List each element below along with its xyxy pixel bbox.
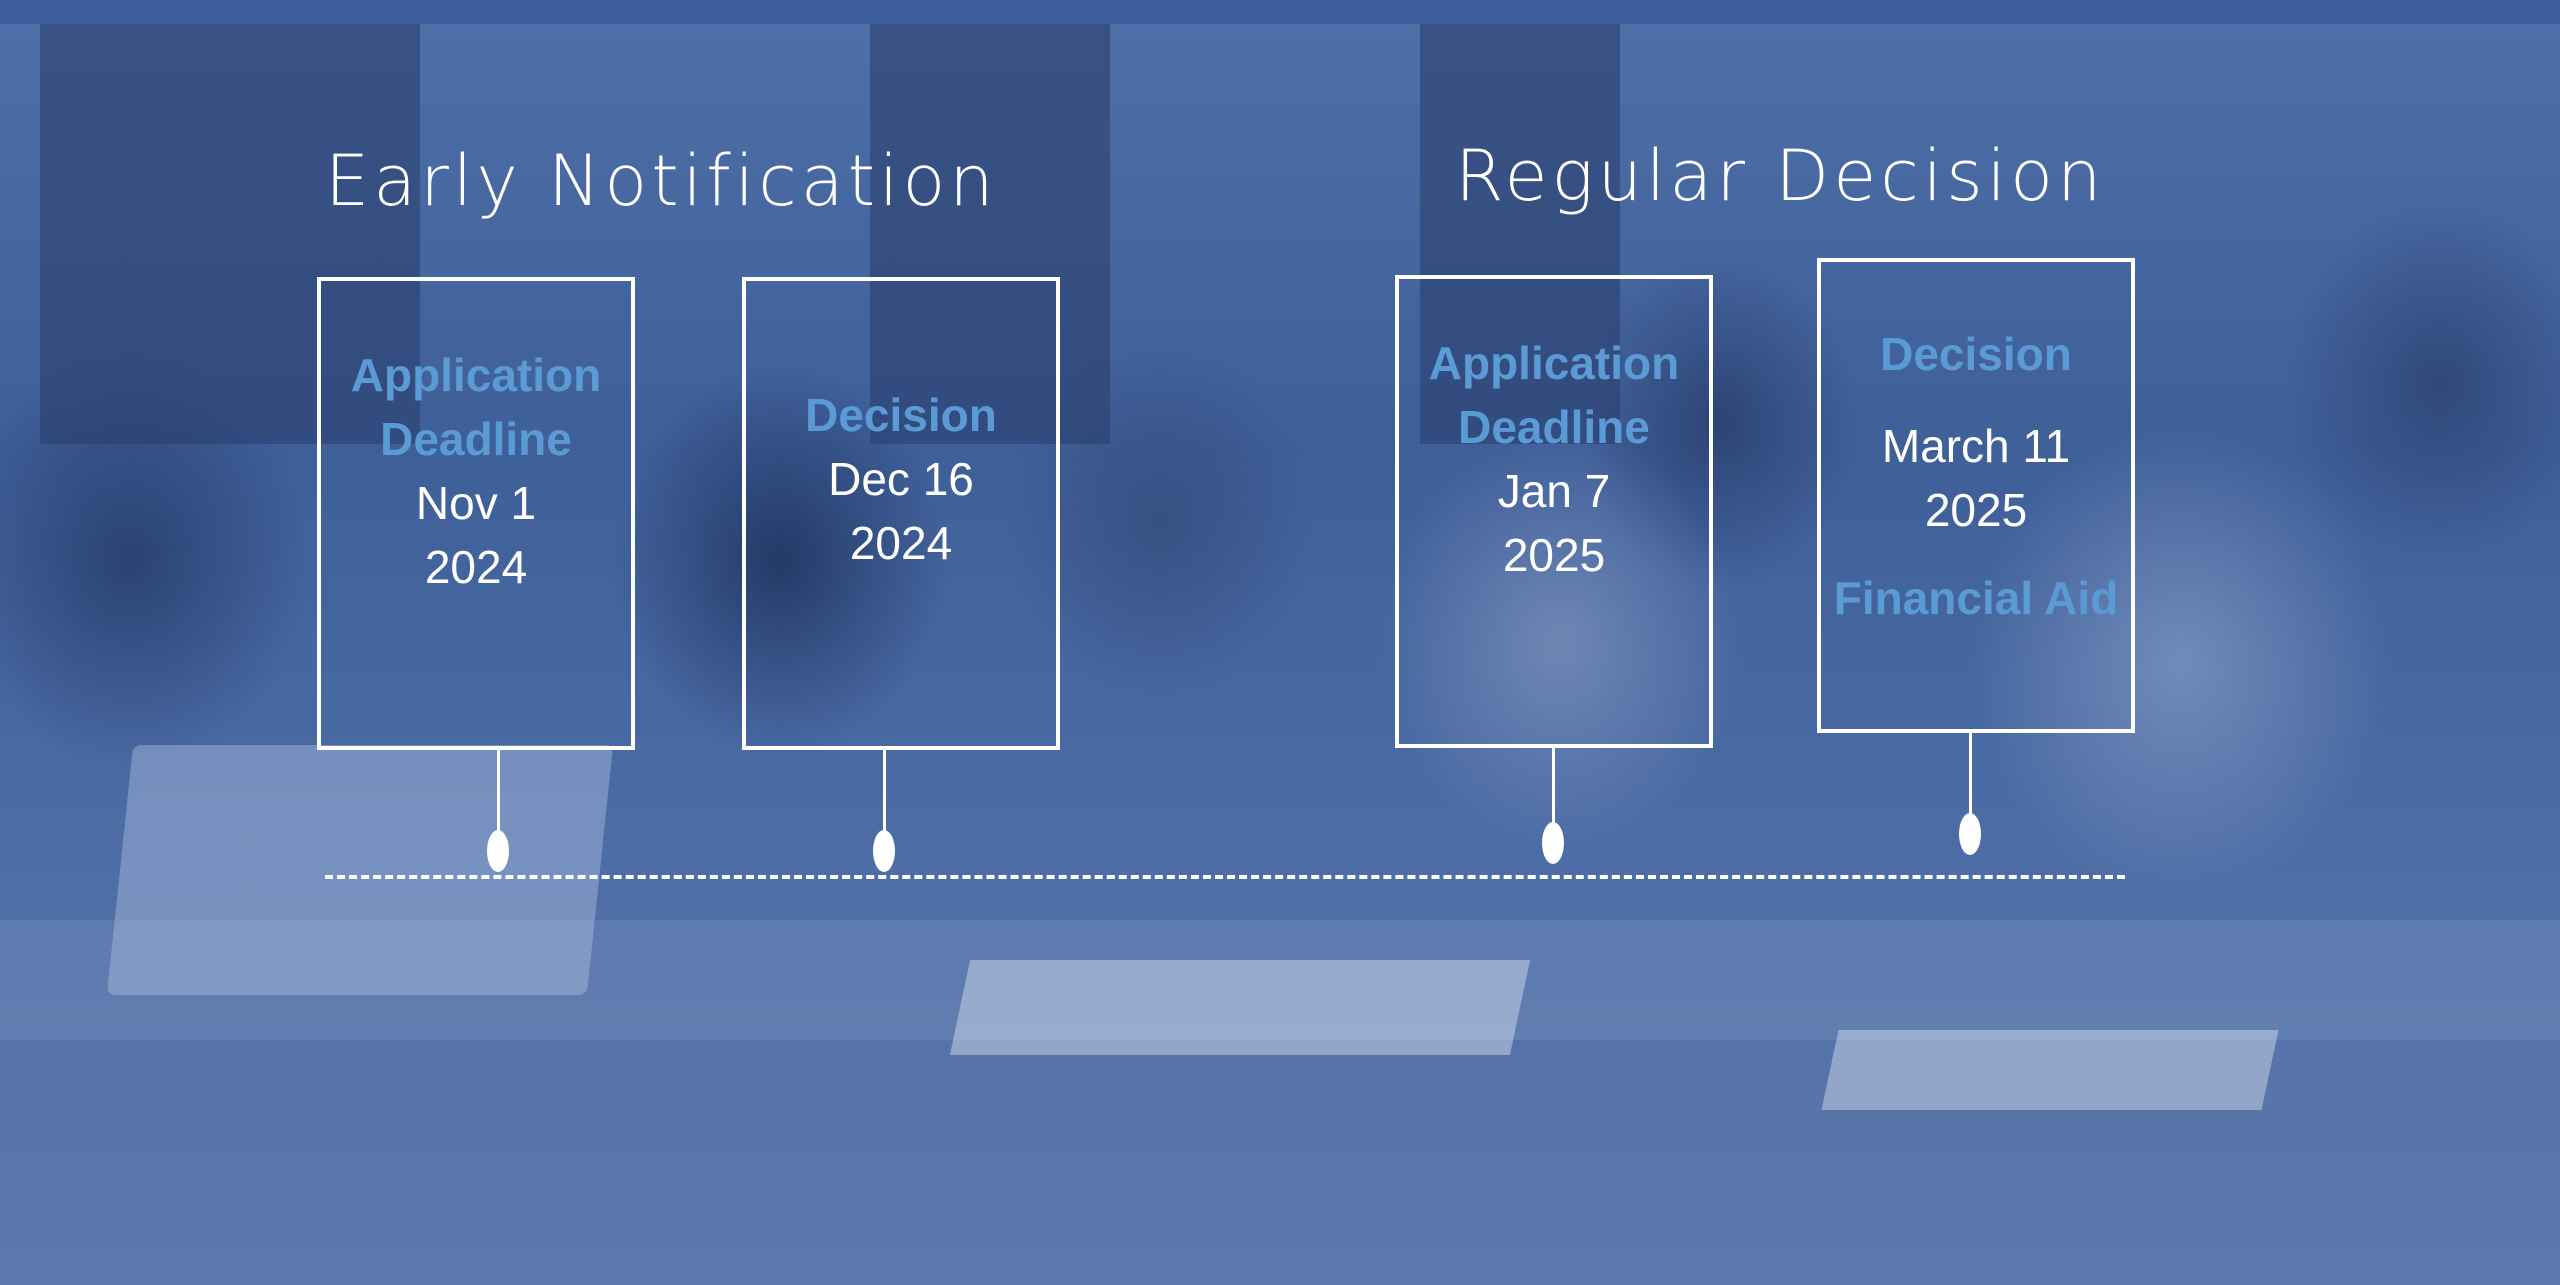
desk-surface: [0, 920, 2560, 1040]
regular-application-deadline-card: Application Deadline Jan 7 2025: [1395, 275, 1713, 748]
card-label: Application: [350, 349, 602, 401]
timeline-marker: [873, 830, 895, 872]
card-label: Application: [1428, 337, 1680, 389]
card-label: Decision: [805, 389, 997, 441]
desk-front: [0, 1050, 2560, 1285]
timeline-connector: [1552, 748, 1555, 828]
timeline-marker: [487, 830, 509, 872]
timeline-line: [325, 875, 2125, 879]
card-date: March 11: [1881, 420, 2071, 472]
card-label: Deadline: [1458, 401, 1650, 453]
paper-image: [1821, 1030, 2279, 1110]
card-label: Decision: [1880, 328, 2072, 380]
top-bar: [0, 0, 2560, 24]
timeline-marker: [1542, 822, 1564, 864]
regular-decision-card: Decision March 11 2025 Financial Aid: [1817, 258, 2135, 733]
card-year: 2025: [1502, 529, 1606, 581]
card-date: Nov 1: [415, 477, 537, 529]
book-image: [949, 960, 1531, 1055]
timeline-connector: [1969, 733, 1972, 818]
card-year: 2024: [849, 517, 953, 569]
timeline-connector: [883, 750, 886, 835]
laptop-image: [106, 745, 614, 995]
card-date: Dec 16: [828, 453, 974, 505]
early-application-deadline-card: Application Deadline Nov 1 2024: [317, 277, 635, 750]
timeline-marker: [1959, 813, 1981, 855]
card-year: 2024: [424, 541, 528, 593]
card-year: 2025: [1924, 484, 2028, 536]
background-pillar: [870, 24, 1110, 444]
early-notification-heading: Early Notification: [325, 140, 998, 222]
early-decision-card: Decision Dec 16 2024: [742, 277, 1060, 750]
background-pillar: [1420, 24, 1620, 444]
card-label: Deadline: [380, 413, 572, 465]
card-date: Jan 7: [1497, 465, 1611, 517]
regular-decision-heading: Regular Decision: [1455, 135, 2106, 217]
financial-aid-label: Financial Aid: [1833, 572, 2119, 624]
timeline-connector: [497, 750, 500, 835]
background-pillar: [40, 24, 420, 444]
